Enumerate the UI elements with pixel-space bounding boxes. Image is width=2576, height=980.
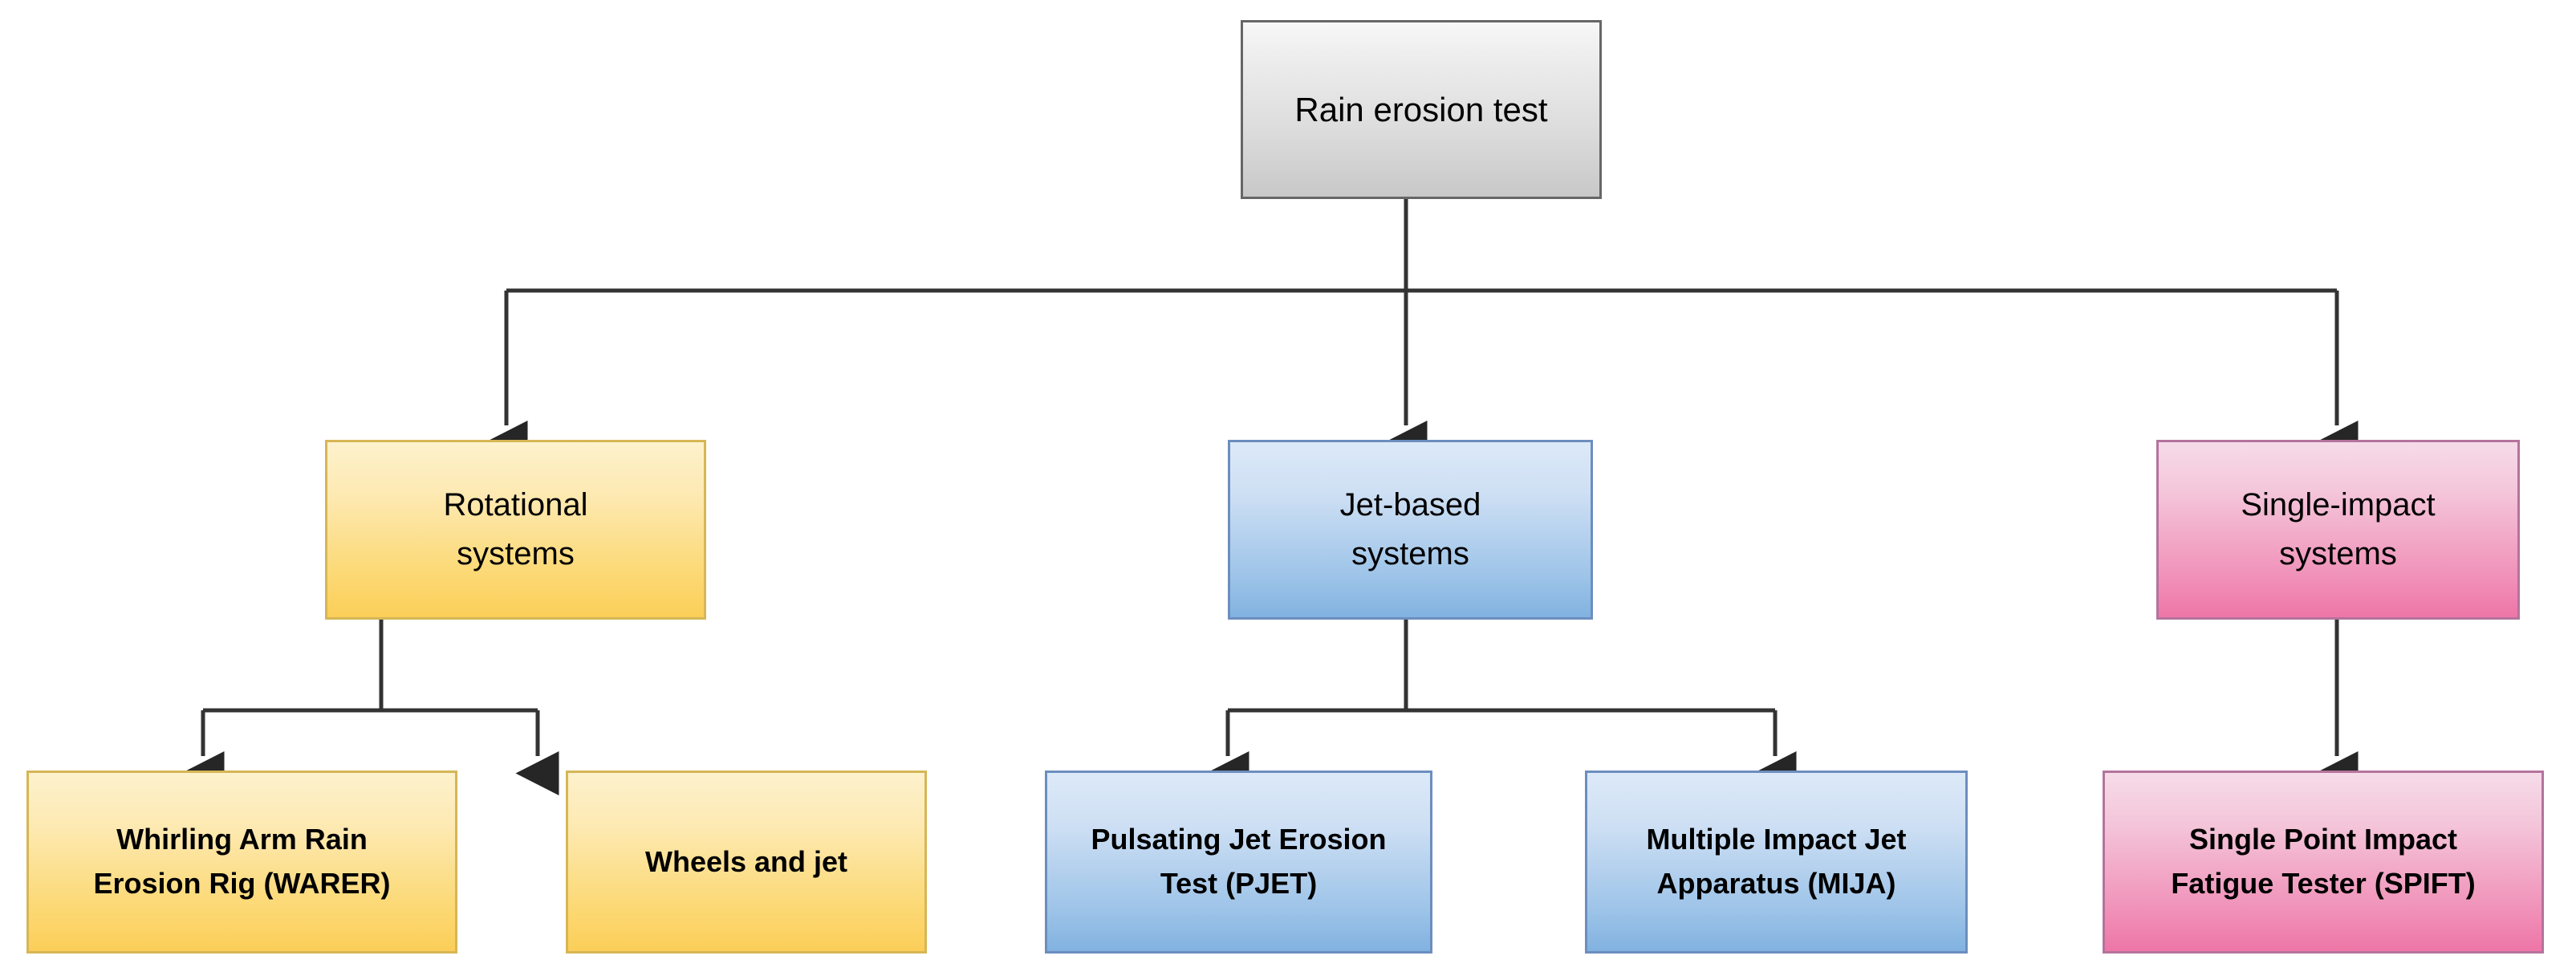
node-single-point-impact-fatigue-tester[interactable]: Single Point Impact Fatigue Tester (SPIF… [2103, 771, 2544, 954]
node-whirling-arm-rain-erosion-rig[interactable]: Whirling Arm Rain Erosion Rig (WARER) [26, 771, 457, 954]
node-label: Rain erosion test [1294, 90, 1548, 128]
node-rain-erosion-test[interactable]: Rain erosion test [1241, 20, 1602, 199]
node-wheels-and-jet[interactable]: Wheels and jet [566, 771, 927, 954]
node-label: Whirling Arm Rain Erosion Rig (WARER) [93, 823, 391, 900]
node-label: Rotational systems [443, 487, 588, 571]
node-label: Wheels and jet [644, 844, 848, 878]
node-pulsating-jet-erosion-test[interactable]: Pulsating Jet Erosion Test (PJET) [1045, 771, 1432, 954]
node-multiple-impact-jet-apparatus[interactable]: Multiple Impact Jet Apparatus (MIJA) [1585, 771, 1968, 954]
node-jet-based-systems[interactable]: Jet-based systems [1228, 440, 1593, 620]
node-rotational-systems[interactable]: Rotational systems [325, 440, 706, 620]
node-single-impact-systems[interactable]: Single-impact systems [2156, 440, 2520, 620]
node-label: Jet-based systems [1339, 487, 1481, 571]
node-label: Multiple Impact Jet Apparatus (MIJA) [1646, 823, 1907, 900]
node-label: Single-impact systems [2241, 487, 2436, 571]
node-label: Single Point Impact Fatigue Tester (SPIF… [2171, 823, 2476, 900]
node-label: Pulsating Jet Erosion Test (PJET) [1091, 823, 1387, 900]
